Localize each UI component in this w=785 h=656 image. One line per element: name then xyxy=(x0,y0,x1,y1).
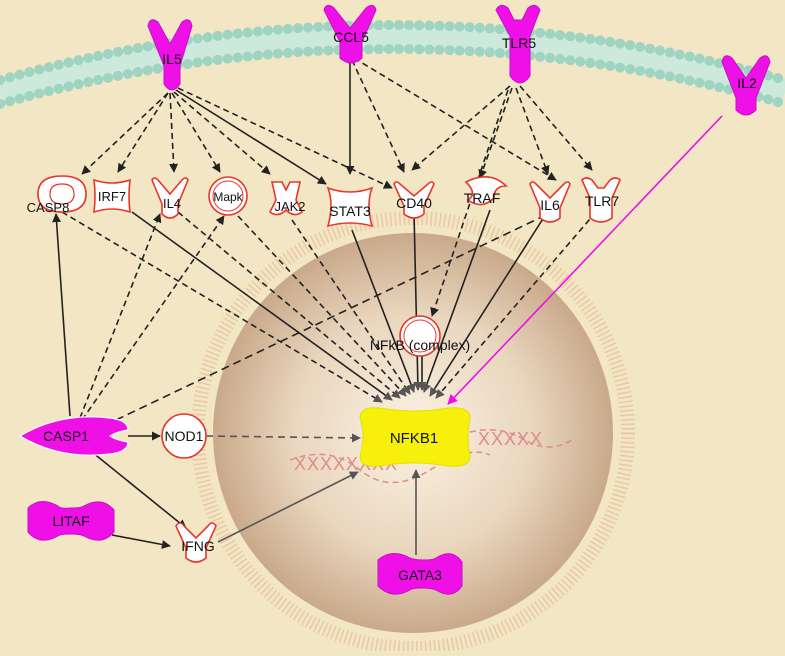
il5-receptor xyxy=(147,19,193,91)
il4-label: IL4 xyxy=(163,196,181,211)
ccl5-label: CCL5 xyxy=(333,29,369,45)
stat3-node xyxy=(326,186,374,228)
traf-label: TRAF xyxy=(464,190,501,206)
casp8-label: CASP8 xyxy=(27,200,70,215)
tlr5-label: TLR5 xyxy=(502,35,536,51)
ifng-label: IFNG xyxy=(181,538,214,554)
il5-label: IL5 xyxy=(162,51,182,67)
gata3-label: GATA3 xyxy=(398,567,442,583)
jak2-node xyxy=(268,181,304,216)
svg-text:XXXXX: XXXXX xyxy=(478,429,543,449)
il2-receptor xyxy=(721,55,771,116)
litaf-node xyxy=(27,501,115,541)
casp8-node xyxy=(37,175,87,213)
litaf-label: LITAF xyxy=(52,513,89,529)
tlr5-receptor xyxy=(495,4,541,84)
il2-label: IL2 xyxy=(737,75,757,91)
nfkb1-node xyxy=(359,407,471,467)
nfkb-complex-label: NFkB (complex) xyxy=(370,337,470,353)
edges xyxy=(52,57,723,555)
traf-node xyxy=(464,176,508,206)
il4-node xyxy=(151,177,189,219)
nod1-node xyxy=(161,413,207,459)
irf7-label: IRF7 xyxy=(98,189,126,204)
cd40-node xyxy=(393,181,435,219)
irf7-node xyxy=(93,178,131,214)
gata3-node xyxy=(377,553,463,595)
nod1-label: NOD1 xyxy=(165,428,204,444)
il6-node xyxy=(529,181,571,223)
mapk-node xyxy=(208,176,248,216)
cd40-label: CD40 xyxy=(396,195,432,211)
mapk-label: Mapk xyxy=(213,190,243,204)
casp1-label: CASP1 xyxy=(43,428,89,444)
jak2-label: JAK2 xyxy=(274,199,305,214)
plasma-membrane xyxy=(0,20,785,109)
tlr7-label: TLR7 xyxy=(585,193,619,209)
ifng-node xyxy=(175,522,217,563)
nfkb1-label: NFKB1 xyxy=(390,430,438,447)
ccl5-receptor xyxy=(323,4,377,64)
casp1-node xyxy=(18,416,129,456)
nfkb-complex-node xyxy=(399,315,441,357)
stat3-label: STAT3 xyxy=(329,203,371,219)
tlr7-node xyxy=(581,177,621,223)
il6-label: IL6 xyxy=(540,197,560,213)
